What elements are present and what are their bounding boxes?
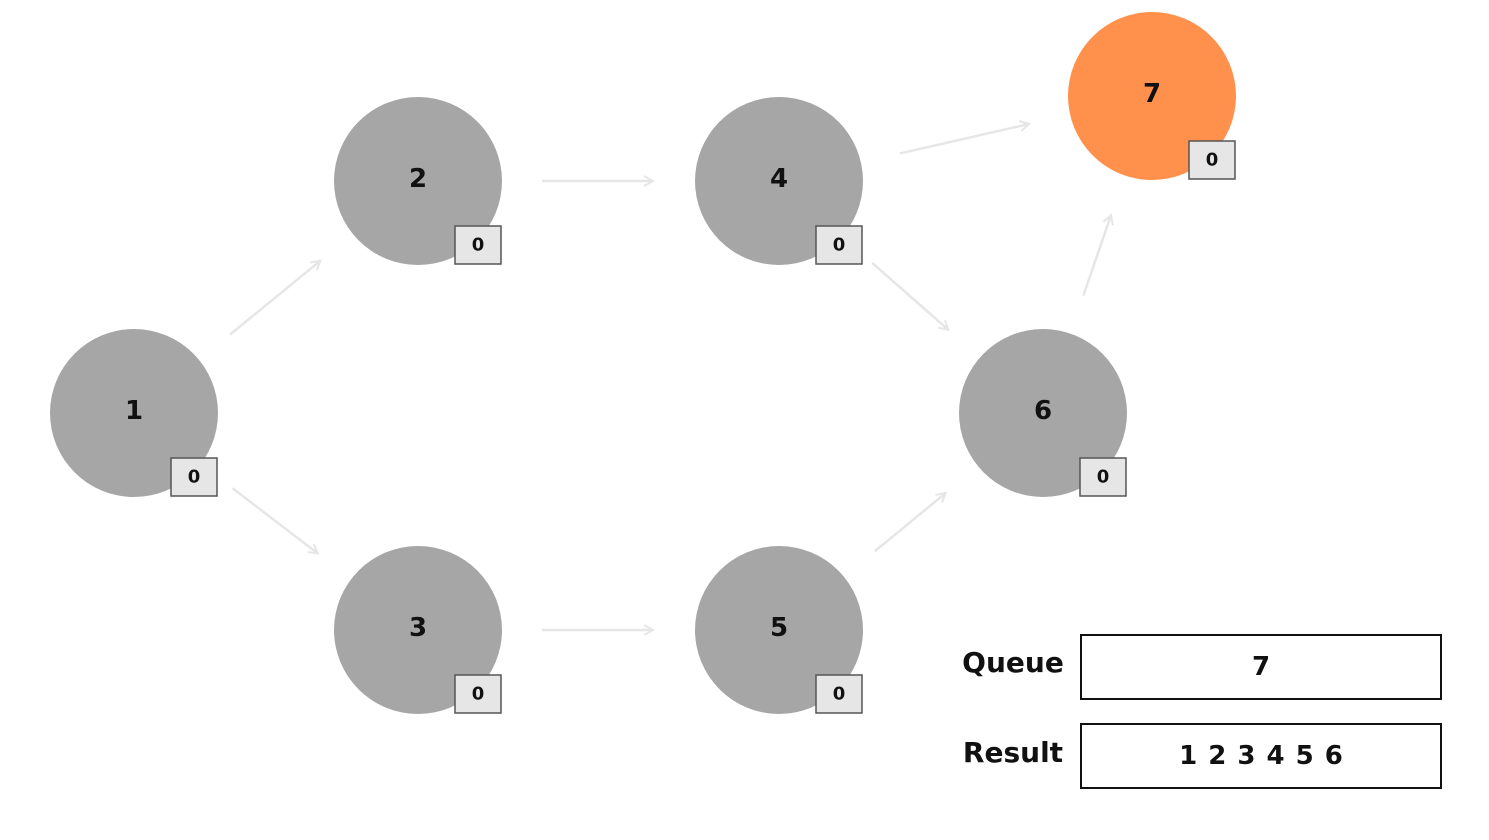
graph-node-6: 60: [959, 329, 1127, 497]
indegree-box: [170, 457, 218, 497]
node-circle: [334, 546, 502, 714]
edge-4-to-7: [899, 124, 1029, 155]
node-circle: [50, 329, 218, 497]
indegree-box: [815, 674, 863, 714]
node-label: 7: [1143, 79, 1161, 109]
node-label: 1: [125, 396, 143, 426]
edge-1-to-2: [229, 261, 320, 336]
edge-1-to-3: [231, 487, 318, 553]
node-label: 2: [409, 164, 427, 194]
indegree-box: [454, 225, 502, 265]
node-circle: [695, 546, 863, 714]
node-circle: [334, 97, 502, 265]
node-circle: [1068, 12, 1236, 180]
graph-node-5: 50: [695, 546, 863, 714]
indegree-value: 0: [833, 684, 846, 705]
node-label: 6: [1034, 396, 1052, 426]
graph-node-1: 10: [50, 329, 218, 497]
graph-node-2: 20: [334, 97, 502, 265]
indegree-value: 0: [188, 467, 201, 488]
indegree-box: [1079, 457, 1127, 497]
edge-6-to-7: [1082, 215, 1111, 297]
result-box: 1 2 3 4 5 6: [1080, 723, 1442, 789]
indegree-box: [1188, 140, 1236, 180]
indegree-box: [454, 674, 502, 714]
graph-node-4: 40: [695, 97, 863, 265]
indegree-value: 0: [833, 235, 846, 256]
node-label: 5: [770, 613, 788, 643]
indegree-value: 0: [1097, 467, 1110, 488]
edge-4-to-6: [871, 261, 948, 330]
graph-node-7: 70: [1068, 12, 1236, 180]
indegree-value: 0: [472, 684, 485, 705]
indegree-value: 0: [1206, 150, 1219, 171]
edge-5-to-6: [873, 493, 946, 553]
indegree-box: [815, 225, 863, 265]
node-label: 3: [409, 613, 427, 643]
result-label: Result: [962, 736, 1064, 769]
node-label: 4: [770, 164, 788, 194]
queue-label: Queue: [962, 646, 1064, 679]
indegree-value: 0: [472, 235, 485, 256]
queue-box: 7: [1080, 634, 1442, 700]
graph-node-3: 30: [334, 546, 502, 714]
node-circle: [695, 97, 863, 265]
node-circle: [959, 329, 1127, 497]
edges-layer: [229, 124, 1111, 630]
